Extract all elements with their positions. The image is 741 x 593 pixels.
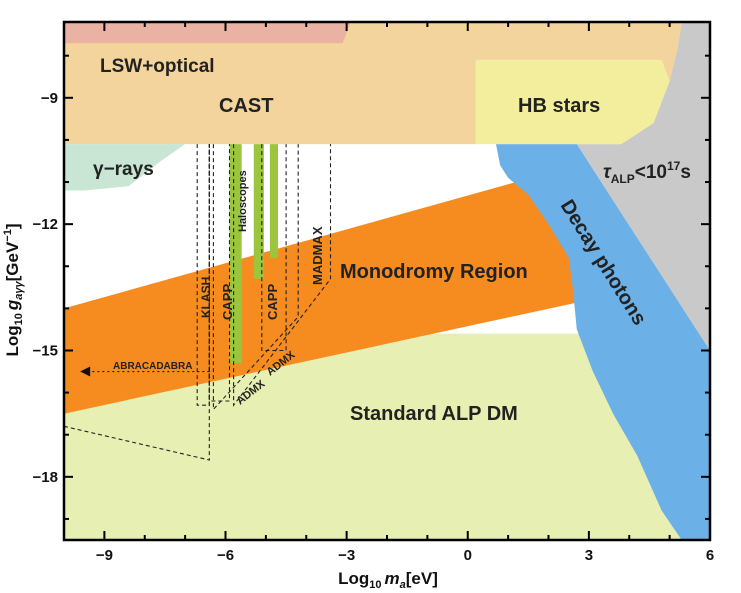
y-axis-variable: g [3, 299, 22, 311]
x-tick-label: −3 [338, 547, 355, 564]
y-axis-log-base: 10 [13, 313, 25, 325]
x-axis-unit: [eV] [406, 569, 438, 588]
region-monodromy-region [64, 182, 589, 414]
haloscope-band-3 [269, 144, 278, 258]
tau-label: τALP<1017s [603, 159, 691, 186]
haloscope-bands-layer [229, 144, 278, 364]
x-tick-label: 0 [464, 547, 472, 564]
haloscope-band-2 [253, 144, 264, 279]
haloscope-band-1 [229, 144, 242, 364]
abracadabra-arrow-head [80, 366, 91, 377]
tau-subscript: ALP [611, 172, 635, 186]
x-axis-label: Log10 ma[eV] [338, 569, 438, 588]
region-cast [64, 22, 682, 145]
cast-label: CAST [219, 95, 273, 117]
axis-ticks-layer: −9 −6 −3 0 3 6 −9 −12 −15 −18 [33, 22, 714, 564]
region-lsw-optical [64, 22, 351, 44]
x-tick-label: 3 [585, 547, 593, 564]
experiment-outline-capp-3 [261, 144, 287, 352]
regions-layer [64, 22, 710, 540]
x-tick-label: 6 [706, 547, 714, 564]
region-gamma-rays [64, 144, 186, 191]
x-axis-variable-subscript: a [400, 579, 406, 588]
y-axis-variable-subscript: aγγ [13, 280, 25, 299]
x-tick-label: −6 [217, 547, 234, 564]
y-axis-label: Log10 gaγγ[GeV−1] [2, 223, 25, 356]
experiment-outline-admx-4 [212, 144, 299, 411]
x-tick-label: −9 [96, 547, 113, 564]
x-axis-log: Log [338, 569, 369, 588]
klash-label: KLASH [199, 277, 213, 318]
capp-label-1: CAPP [220, 284, 235, 320]
capp-label-2: CAPP [265, 284, 280, 320]
tau-unit: s [680, 162, 691, 183]
tau-bound: <10 [635, 162, 667, 183]
haloscopes-label: Haloscopes [237, 170, 249, 232]
hb-label: HB stars [518, 95, 600, 117]
y-tick-label: −18 [33, 469, 58, 486]
tau-symbol: τ [603, 162, 612, 183]
monodromy-label: Monodromy Region [340, 261, 528, 283]
lsw-label: LSW+optical [100, 56, 215, 77]
gamma-label: γ−rays [93, 159, 154, 180]
x-axis-log-base: 10 [369, 579, 381, 588]
plot-frame [62, 20, 712, 542]
region-hb-stars [475, 59, 670, 145]
y-axis-unit-close: ] [3, 223, 22, 229]
tau-exponent: 17 [667, 159, 681, 173]
y-tick-label: −15 [33, 342, 58, 359]
y-axis-unit: [GeV [3, 241, 22, 281]
abracadabra-label: ABRACADABRA [113, 361, 192, 372]
region-decay-photons [496, 144, 710, 540]
region-standard-alp-dm [64, 333, 710, 540]
experiment-outline-abracadabra-6 [63, 144, 210, 461]
region-decay-lifetime-bound [576, 22, 710, 351]
standard-label: Standard ALP DM [350, 403, 518, 425]
experiment-outline-klash-1 [196, 144, 210, 406]
y-axis-unit-exponent: −1 [2, 229, 14, 242]
experiments-layer [63, 144, 332, 461]
x-axis-variable: m [385, 569, 400, 588]
y-tick-label: −12 [33, 216, 58, 233]
y-tick-label: −9 [41, 90, 58, 107]
madmax-label: MADMAX [310, 226, 325, 285]
y-axis-log: Log [3, 325, 22, 356]
